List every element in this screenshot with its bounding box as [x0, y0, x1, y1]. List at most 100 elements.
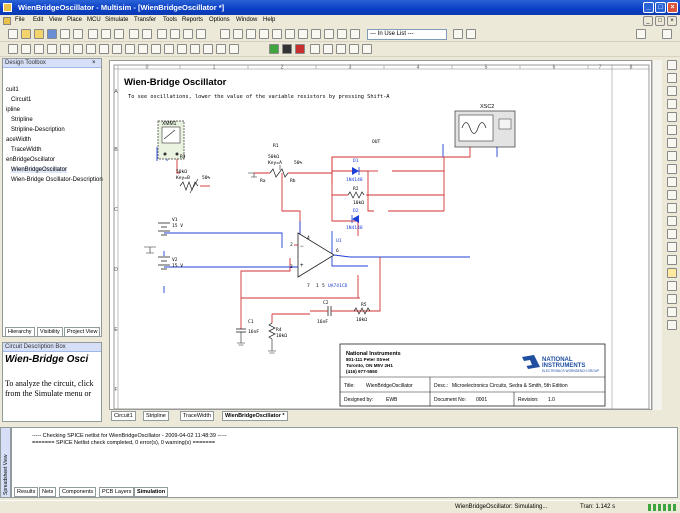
tab-wienbridgeoscillator[interactable]: WienBridgeOscillator * [222, 411, 288, 421]
labview-instrument-icon[interactable] [667, 294, 677, 304]
place-mcu-icon[interactable] [203, 44, 213, 54]
database-manager-icon[interactable] [246, 29, 256, 39]
oscilloscope-instrument-icon[interactable] [667, 99, 677, 109]
resistor-r2[interactable]: R2 10kΩ [332, 186, 444, 206]
place-power-icon[interactable] [138, 44, 148, 54]
measurement-probe-icon[interactable] [667, 320, 677, 330]
menu-transfer[interactable]: Transfer [134, 17, 157, 23]
place-diode-icon[interactable] [34, 44, 44, 54]
tab-pcb-layers[interactable]: PCB Layers [99, 487, 135, 497]
analysis-icon[interactable] [336, 44, 346, 54]
place-misc-icon[interactable] [151, 44, 161, 54]
in-use-list-combo[interactable]: --- In Use List --- [367, 29, 447, 40]
place-cmos-icon[interactable] [86, 44, 96, 54]
tab-tracewidth[interactable]: TraceWidth [180, 411, 214, 421]
zoom-fit-icon[interactable] [196, 29, 206, 39]
instrument-icon[interactable] [362, 44, 372, 54]
step-icon[interactable] [323, 44, 333, 54]
component-wizard-icon[interactable] [259, 29, 269, 39]
menu-options[interactable]: Options [209, 17, 230, 23]
print-preview-icon[interactable] [73, 29, 83, 39]
menu-reports[interactable]: Reports [182, 17, 204, 23]
tektronix-scope-icon[interactable] [667, 281, 677, 291]
function-generator-icon[interactable] [667, 73, 677, 83]
tab-simulation[interactable]: Simulation [134, 487, 169, 497]
menu-tools[interactable]: Tools [163, 17, 178, 23]
tree-item[interactable]: Stripline [11, 117, 33, 123]
multimeter-instrument-icon[interactable] [667, 60, 677, 70]
redo-icon[interactable] [142, 29, 152, 39]
menu-place[interactable]: Place [67, 17, 83, 23]
logic-analyzer-icon[interactable] [667, 164, 677, 174]
stop-simulation-icon[interactable] [295, 44, 305, 54]
bode-plotter-icon[interactable] [667, 125, 677, 135]
tab-results[interactable]: Results [14, 487, 39, 497]
open-icon[interactable] [21, 29, 31, 39]
tab-hierarchy[interactable]: Hierarchy [5, 327, 35, 337]
battery-v1[interactable]: V1 15 V [158, 217, 183, 236]
distortion-analyzer-icon[interactable] [667, 203, 677, 213]
opamp-u1[interactable]: U1 UA741CD 4 7 1 5 6 2 3 − + [290, 232, 351, 289]
tree-item[interactable]: Wien-Bridge Oscillator-Description [11, 177, 103, 183]
capacitor-c1[interactable]: C1 16nF [236, 319, 259, 346]
paste-icon[interactable] [114, 29, 124, 39]
run-simulation-icon[interactable] [269, 44, 279, 54]
place-ttl-icon[interactable] [73, 44, 83, 54]
hierarchical-block-icon[interactable] [216, 44, 226, 54]
doc-minimize-button[interactable]: _ [643, 16, 653, 26]
help-icon[interactable] [453, 29, 463, 39]
tree-item-selected[interactable]: WienBridgeOscillator [11, 167, 68, 173]
menu-window[interactable]: Window [236, 17, 258, 23]
diode-d1[interactable]: D1 1N4148 [346, 158, 363, 183]
spreadsheet-view[interactable]: ----- Checking SPICE netlist for WienBri… [11, 427, 678, 498]
word-generator-icon[interactable] [667, 151, 677, 161]
place-mixed-icon[interactable] [112, 44, 122, 54]
frequency-counter-icon[interactable] [667, 138, 677, 148]
place-rf-icon[interactable] [177, 44, 187, 54]
ercs-icon[interactable] [298, 29, 308, 39]
tree-item[interactable]: cuit1 [6, 87, 19, 93]
pause-simulation-icon[interactable] [282, 44, 292, 54]
tab-nets[interactable]: Nets [39, 487, 57, 497]
tree-item[interactable]: enBridgeOscillator [6, 157, 56, 163]
pause-button-icon[interactable] [662, 29, 672, 39]
place-misc-digital-icon[interactable] [99, 44, 109, 54]
battery-v2[interactable]: V2 15 V [144, 246, 183, 270]
tree-item[interactable]: aceWidth [6, 137, 32, 143]
menu-mcu[interactable]: MCU [87, 17, 101, 23]
place-indicator-icon[interactable] [125, 44, 135, 54]
capacitor-c2[interactable]: C2 16nF [310, 300, 355, 325]
backannotate-icon[interactable] [324, 29, 334, 39]
spectrum-analyzer-icon[interactable] [667, 216, 677, 226]
zoom-out-icon[interactable] [170, 29, 180, 39]
transfer-icon[interactable] [311, 29, 321, 39]
doc-restore-button[interactable]: □ [655, 16, 665, 26]
place-basic-icon[interactable] [21, 44, 31, 54]
cut-icon[interactable] [88, 29, 98, 39]
breadboard-icon[interactable] [285, 29, 295, 39]
spreadsheet-view-icon[interactable] [233, 29, 243, 39]
menu-simulate[interactable]: Simulate [105, 17, 129, 23]
canvas-vertical-scrollbar[interactable] [652, 60, 662, 410]
place-transistor-icon[interactable] [47, 44, 57, 54]
place-analog-icon[interactable] [60, 44, 70, 54]
network-analyzer-icon[interactable] [667, 229, 677, 239]
agilent-scope-icon[interactable] [667, 268, 677, 278]
open-sample-icon[interactable] [34, 29, 44, 39]
grapher-icon[interactable] [349, 44, 359, 54]
whats-this-icon[interactable] [466, 29, 476, 39]
tree-item[interactable]: Circuit1 [11, 97, 32, 103]
undo-icon[interactable] [129, 29, 139, 39]
maximize-button[interactable]: □ [655, 2, 666, 13]
close-button[interactable]: × [667, 2, 678, 13]
print-icon[interactable] [60, 29, 70, 39]
zoom-area-icon[interactable] [183, 29, 193, 39]
resistor-r3[interactable]: R3 50kΩ Key=B 50% [176, 154, 211, 194]
tab-circuit1[interactable]: Circuit1 [111, 411, 136, 421]
tab-components[interactable]: Components [59, 487, 97, 497]
place-electromech-icon[interactable] [190, 44, 200, 54]
resistor-r5[interactable]: R5 10kΩ [353, 257, 381, 323]
menu-help[interactable]: Help [263, 17, 276, 23]
minimize-button[interactable]: _ [643, 2, 654, 13]
zoom-in-icon[interactable] [157, 29, 167, 39]
